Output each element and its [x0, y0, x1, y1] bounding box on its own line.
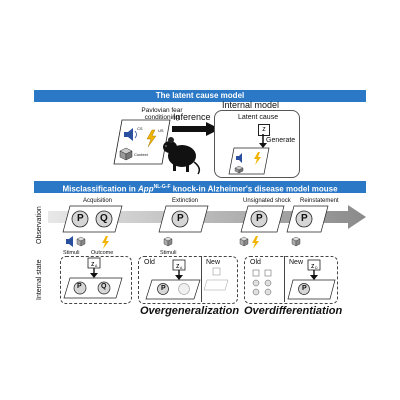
shock-p-label: P — [256, 213, 263, 224]
ext-new-label: New — [206, 259, 221, 266]
acq-q-label: Q — [100, 213, 108, 224]
acq-p-label: P — [77, 213, 84, 224]
state-acq-p: P — [77, 283, 82, 290]
ext-p-label: P — [177, 213, 184, 224]
generate-label: Generate — [266, 137, 296, 144]
lightning-icon — [102, 236, 109, 249]
rein-new-label: New — [289, 259, 304, 266]
lightning-icon — [252, 236, 259, 249]
overdifferentiation-label: Overdifferentiation — [244, 305, 343, 317]
cs-label: CS — [137, 126, 143, 131]
context-label: Context — [134, 152, 148, 157]
banner-gene: App — [138, 184, 154, 194]
banner-text-prefix: Misclassification in — [62, 184, 139, 194]
ext-stimuli-label: Stimuli — [160, 250, 177, 256]
z-label: z — [262, 126, 266, 133]
mouse-image — [163, 137, 201, 175]
context-cube-icon — [239, 236, 249, 247]
internal-model-title: Internal model — [222, 100, 280, 110]
acquisition-p-circle — [71, 210, 89, 228]
shock-p-circle — [250, 210, 268, 228]
misclassification-banner: Misclassification in AppNL-G-F knock-in … — [34, 181, 366, 194]
stimuli-outcome-icons — [66, 236, 301, 249]
timeline-arrow — [48, 205, 366, 229]
extinction-new-divider — [201, 256, 202, 302]
state-ext-p: P — [161, 285, 166, 292]
context-cube-icon — [234, 165, 244, 174]
ext-old-label: Old — [144, 259, 155, 266]
svg-text:z: z — [91, 261, 95, 268]
svg-text:A: A — [180, 266, 183, 270]
lightning-icon — [254, 152, 261, 165]
extinction-p-circle — [171, 210, 189, 228]
svg-text:A: A — [95, 264, 98, 268]
acq-outcome-label: Outcome — [91, 250, 114, 256]
pavlovian-box — [113, 119, 171, 165]
banner-text-suffix: knock-in Alzheimer's disease model mouse — [170, 184, 338, 194]
context-cube-icon — [76, 236, 86, 247]
latent-cause-model-banner: The latent cause model — [34, 90, 366, 102]
context-cube-icon — [291, 236, 301, 247]
observation-row-label: Observation — [36, 206, 43, 244]
state-rein-p: P — [302, 285, 307, 292]
speaker-icon — [66, 236, 73, 247]
inference-label: Inference — [173, 112, 211, 122]
acquisition-q-circle — [95, 210, 113, 228]
overgeneralization-label: Overgeneralization — [140, 305, 240, 317]
reinstatement-state-box — [244, 256, 338, 304]
phase-reinstatement: Reinstatement — [300, 198, 339, 204]
banner-gene-sup: NL-G-F — [153, 184, 171, 190]
extinction-state-box — [138, 256, 238, 304]
generate-arrow — [259, 134, 267, 148]
rein-old-label: Old — [250, 259, 261, 266]
speaker-icon — [236, 153, 242, 163]
phase-extinction: Extinction — [172, 198, 199, 204]
latent-cause-label: Latent cause — [238, 114, 279, 121]
speaker-icon — [124, 128, 137, 141]
context-cube-icon — [119, 147, 133, 161]
svg-text:D: D — [315, 266, 318, 270]
context-cube-icon — [163, 236, 173, 247]
inference-arrow — [172, 122, 220, 136]
state-acq-q: Q — [101, 283, 107, 290]
internal-state-row-label: Internal state — [36, 259, 43, 300]
phase-unsignated-shock: Unsignated shock — [243, 198, 291, 204]
phase-acquisition: Acquisition — [83, 198, 113, 204]
svg-text:z: z — [176, 263, 180, 270]
z-box: z — [258, 124, 270, 136]
observation-panels — [62, 205, 329, 233]
reinstatement-new-divider — [284, 256, 285, 302]
pavlovian-title: Pavlovian fear conditioning — [141, 107, 183, 121]
reinstatement-p-circle — [295, 210, 313, 228]
internal-model-box — [214, 110, 300, 178]
acq-stimuli-label: Stimuli — [63, 250, 80, 256]
svg-text:z: z — [311, 263, 315, 270]
internal-model-panel — [228, 147, 270, 175]
lightning-icon — [146, 129, 157, 148]
us-label: US — [158, 128, 164, 133]
rein-p-label: P — [301, 213, 308, 224]
acquisition-state-box — [60, 256, 132, 304]
